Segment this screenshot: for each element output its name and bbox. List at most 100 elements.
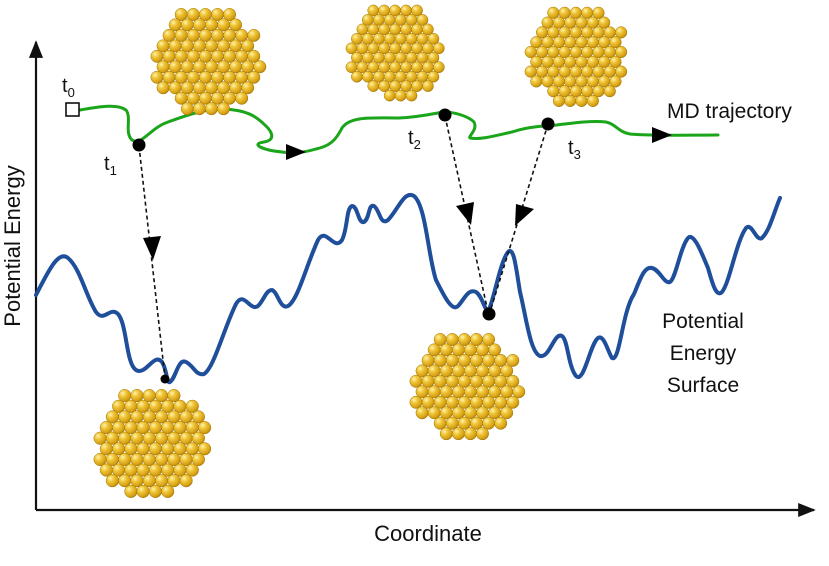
atom [598,16,611,29]
snapshot-marker-t3 [541,117,555,131]
atom [198,421,212,435]
atom [229,18,243,32]
atom [185,399,199,413]
atom [500,406,514,420]
atom [506,395,520,409]
atom [506,353,520,367]
atom [451,427,465,441]
atom [463,427,477,441]
atom [488,343,502,357]
snapshot-marker-t1 [132,138,146,152]
atom [476,427,489,441]
atom [506,374,520,388]
projection-arrowhead-t1 [143,236,161,260]
atom [185,463,199,477]
atom [586,94,599,107]
atom [415,406,429,420]
atom [609,55,622,68]
pes-label-line1: Potential [662,310,744,333]
atom [161,484,175,498]
time-label-t3: t3 [568,137,581,162]
cluster-image-minimum-1 [93,389,212,498]
atom [609,75,622,88]
atom [405,89,418,102]
atom [432,42,445,55]
atom [530,75,543,88]
atom [191,431,205,445]
atom [351,70,363,83]
atom [427,70,440,83]
atom [191,410,205,424]
potential-energy-surface-curve [34,192,782,385]
pes-label-line3: Surface [667,374,739,397]
atom [241,39,255,53]
time-label-t2: t2 [408,127,421,152]
atom [564,94,577,107]
atom [552,94,565,107]
atom [253,60,267,74]
atom [422,80,434,92]
atom [422,23,434,36]
start-marker-t0 [65,102,80,117]
atom [192,102,206,116]
md-trajectory-curve [78,104,720,155]
trajectory-arrowhead-2 [652,127,672,143]
atom [180,102,194,116]
snapshot-marker-t2 [438,108,452,122]
projection-line-t1 [138,145,166,379]
x-axis-label: Coordinate [374,521,482,546]
atom [136,484,150,498]
atom [148,484,162,498]
projection-arrowhead-t3 [515,204,534,226]
atom [603,85,616,98]
atom [235,91,249,105]
atom [615,45,628,59]
atom [367,80,380,92]
atom [217,102,230,116]
atom [432,61,445,74]
atom [394,89,407,102]
time-label-t1: t1 [104,153,117,178]
atom [494,416,508,430]
projection-arrowhead-t2 [456,202,474,225]
atom [416,14,429,26]
atom [383,89,396,102]
pes-label-line2: Energy [670,342,737,365]
minimum-marker-1 [160,374,170,384]
atom [247,70,261,84]
trajectory-arrowhead-1 [286,144,306,160]
atom [179,474,193,488]
atom [575,94,588,107]
minimum-marker-2 [482,307,496,321]
atom [156,81,170,95]
cluster-image-t1 [150,8,267,116]
atom [427,32,440,45]
cluster-image-t3 [524,6,628,107]
atom [439,427,453,441]
atom [609,36,622,49]
atom [167,389,181,403]
atom [223,8,237,21]
atom [592,6,605,19]
atom [204,102,218,116]
cluster-image-minimum-2 [409,333,526,441]
atom [124,484,138,498]
atom [105,474,119,488]
atom [411,4,423,17]
atom [247,28,261,42]
y-axis-label: Potential Energy [0,165,25,326]
time-label-t0: t0 [62,75,75,100]
atom [615,26,628,39]
atom [615,65,628,78]
atom [191,452,205,467]
atom [241,81,255,95]
cluster-image-t2 [345,4,445,102]
atom [482,333,496,346]
atom [500,364,514,378]
atom [512,385,526,399]
md-trajectory-label: MD trajectory [667,100,792,123]
atom [247,49,261,63]
atom [198,442,212,456]
atom [427,51,440,64]
